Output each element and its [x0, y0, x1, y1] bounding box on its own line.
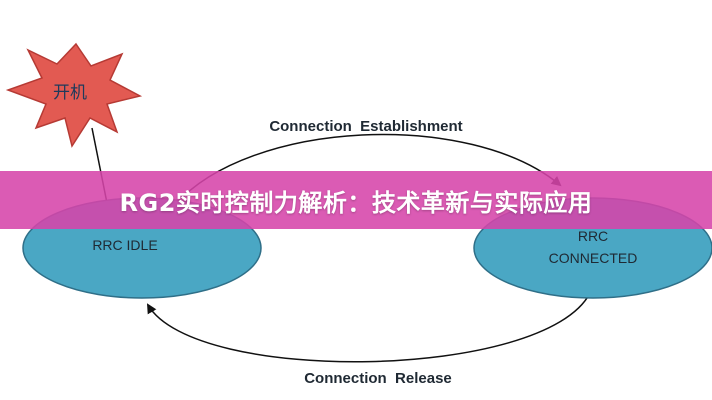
rrc-idle-label: RRC IDLE — [92, 237, 157, 253]
rrc-connected-label-line1: RRC — [578, 228, 608, 244]
power-on-burst — [5, 42, 143, 148]
release-arrow — [146, 292, 591, 363]
banner-title: RG2实时控制力解析：技术革新与实际应用 — [119, 188, 593, 217]
establishment-label: Connection Establishment — [269, 118, 462, 135]
power-on-label: 开机 — [53, 83, 87, 103]
title-banner: RG2实时控制力解析：技术革新与实际应用 — [0, 171, 712, 229]
release-label: Connection Release — [304, 370, 452, 387]
rrc-connected-label-line2: CONNECTED — [549, 250, 638, 266]
